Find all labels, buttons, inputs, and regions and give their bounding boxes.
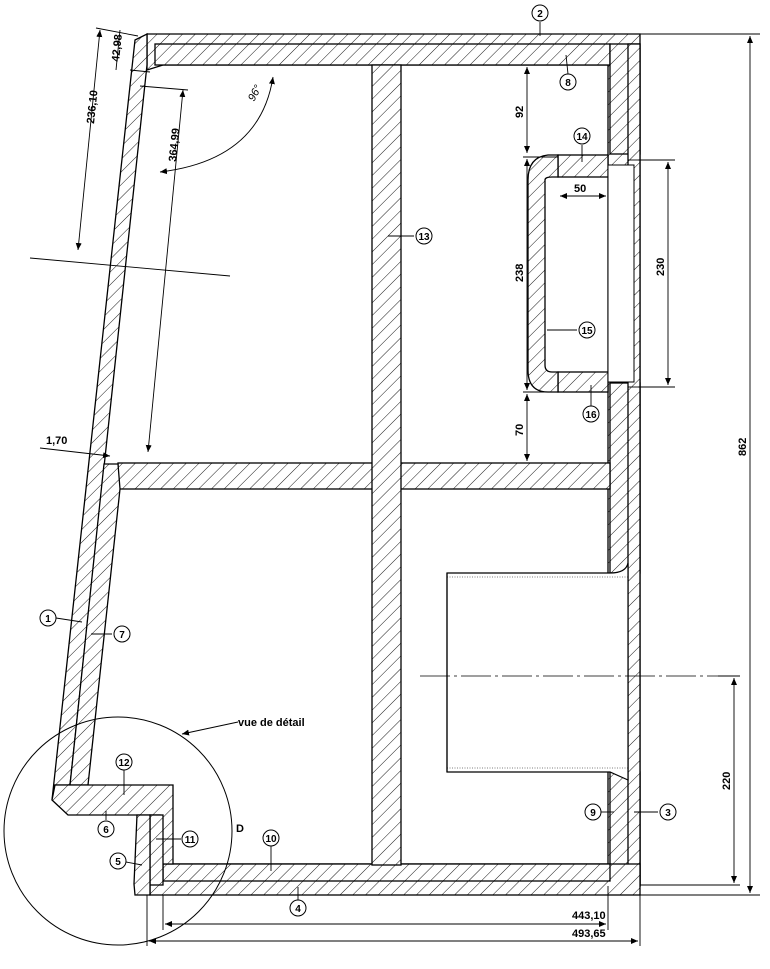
- part-balloons: 1 2 3 4 5 6 7 8 9 10 11 12 13 14 15 16: [39, 4, 677, 917]
- dim-1-70: 1,70: [46, 435, 67, 447]
- port-opening: [607, 164, 635, 383]
- bottom-inner-panel: [162, 863, 611, 882]
- upper-port: [527, 154, 638, 393]
- balloon-5: 5: [109, 852, 127, 870]
- dim-42-98: 42,98: [110, 34, 125, 63]
- svg-text:3: 3: [665, 808, 671, 819]
- svg-text:16: 16: [585, 410, 597, 421]
- dim-230: 230: [655, 258, 667, 276]
- balloon-8: 8: [559, 73, 577, 91]
- dim-443-10: 443,10: [572, 910, 606, 922]
- dim-862: 862: [737, 438, 749, 456]
- detail-view: vue de détail D: [3, 716, 305, 946]
- svg-text:11: 11: [185, 835, 196, 846]
- svg-text:1: 1: [45, 614, 51, 625]
- balloon-3: 3: [659, 803, 677, 821]
- svg-text:2: 2: [537, 9, 543, 20]
- port-flange-top: [557, 154, 609, 178]
- dim-220: 220: [721, 772, 733, 790]
- balloon-6: 6: [97, 820, 115, 838]
- bottom-step: [51, 784, 174, 865]
- lower-port: [420, 562, 730, 781]
- balloon-7: 7: [113, 625, 131, 643]
- balloon-13: 13: [415, 227, 433, 245]
- svg-text:7: 7: [119, 630, 125, 641]
- lower-port-tube: [446, 562, 629, 781]
- svg-text:15: 15: [581, 326, 593, 337]
- angle-96: 96°: [246, 83, 265, 104]
- balloon-2: 2: [531, 4, 549, 22]
- dim-50: 50: [574, 183, 586, 195]
- balloon-9: 9: [584, 803, 602, 821]
- dimension-texts: 42,98 236,10 364,99 1,70 92 50 238 230 7…: [46, 34, 749, 940]
- front-baffle-outer: [51, 32, 148, 801]
- port-flange-bottom: [557, 371, 609, 393]
- balloon-14: 14: [573, 127, 591, 145]
- balloon-16: 16: [582, 405, 600, 423]
- balloon-10: 10: [262, 829, 280, 847]
- detail-circle: [3, 716, 233, 946]
- dim-364-99: 364,99: [167, 128, 182, 163]
- svg-text:14: 14: [576, 132, 588, 143]
- balloon-1: 1: [39, 609, 57, 627]
- balloon-15: 15: [578, 321, 596, 339]
- svg-text:4: 4: [295, 904, 301, 915]
- svg-text:9: 9: [590, 808, 596, 819]
- port-tube: [527, 154, 559, 393]
- top-inner-panel: [154, 43, 611, 66]
- step-lining: [149, 814, 164, 886]
- step-side-panel: [133, 814, 151, 896]
- dim-70: 70: [514, 424, 526, 436]
- svg-text:6: 6: [103, 825, 109, 836]
- balloon-11: 11: [181, 830, 199, 848]
- dim-493-65: 493,65: [572, 928, 606, 940]
- horizontal-shelf: [117, 462, 611, 490]
- svg-text:5: 5: [115, 857, 121, 868]
- svg-text:13: 13: [418, 232, 430, 243]
- dim-238: 238: [514, 264, 526, 282]
- dim-92: 92: [514, 106, 526, 118]
- dim-236-10: 236,10: [85, 90, 100, 125]
- svg-text:10: 10: [265, 834, 277, 845]
- svg-text:12: 12: [118, 758, 130, 769]
- detail-letter: D: [236, 823, 244, 835]
- vertical-brace: [371, 64, 402, 866]
- detail-note: vue de détail: [238, 717, 305, 729]
- svg-text:8: 8: [565, 78, 571, 89]
- balloon-4: 4: [289, 899, 307, 917]
- dimension-lines: [29, 27, 760, 946]
- balloon-12: 12: [115, 753, 133, 771]
